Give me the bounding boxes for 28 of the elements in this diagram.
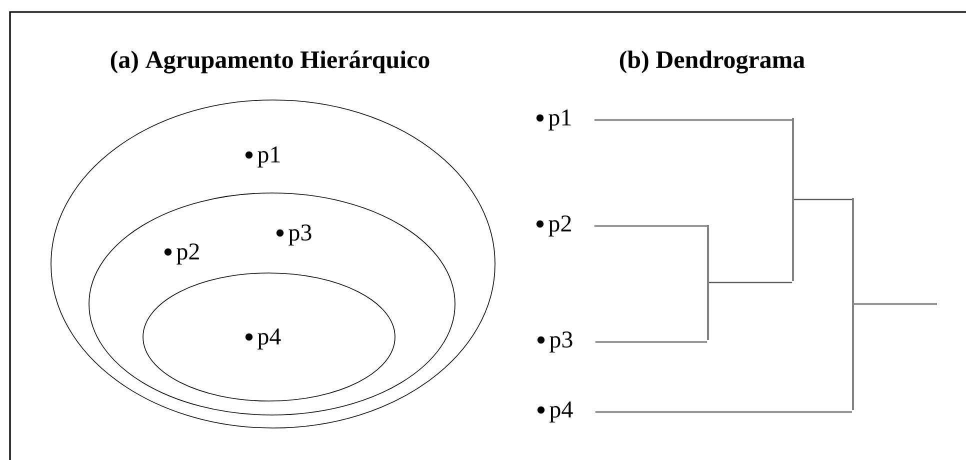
cluster-ellipse xyxy=(50,100,496,428)
node-label: p3 xyxy=(288,224,312,246)
node-label: p1 xyxy=(258,146,280,168)
node-label: p2 xyxy=(176,244,199,264)
data-point: p4 xyxy=(537,402,573,422)
data-point: p1 xyxy=(536,110,571,130)
cluster-ellipse xyxy=(88,192,456,416)
node-label: p1 xyxy=(548,110,571,130)
dendrogram-branch xyxy=(708,282,792,284)
node-label: p2 xyxy=(548,216,571,236)
dendrogram-branch xyxy=(854,303,937,305)
dendrogram-branch xyxy=(594,225,708,227)
dendrogram-branch xyxy=(594,119,792,121)
cluster-ellipse xyxy=(142,272,396,402)
data-point: p1 xyxy=(245,146,280,168)
panel-heading: (b) Dendrograma xyxy=(620,50,805,74)
data-point: p3 xyxy=(537,332,572,352)
dendrogram-branch xyxy=(595,341,708,343)
panel-heading: (a) Agrupamento Hierárquico xyxy=(110,50,430,74)
data-point: p2 xyxy=(536,216,571,236)
node-label: p3 xyxy=(550,331,572,352)
dendrogram-branch xyxy=(595,411,852,413)
data-point: p3 xyxy=(276,224,312,246)
data-point: p2 xyxy=(164,244,199,264)
node-label: p4 xyxy=(258,328,281,350)
node-label: p4 xyxy=(550,402,573,422)
data-point: p4 xyxy=(245,328,281,350)
dendrogram-branch xyxy=(794,198,852,200)
